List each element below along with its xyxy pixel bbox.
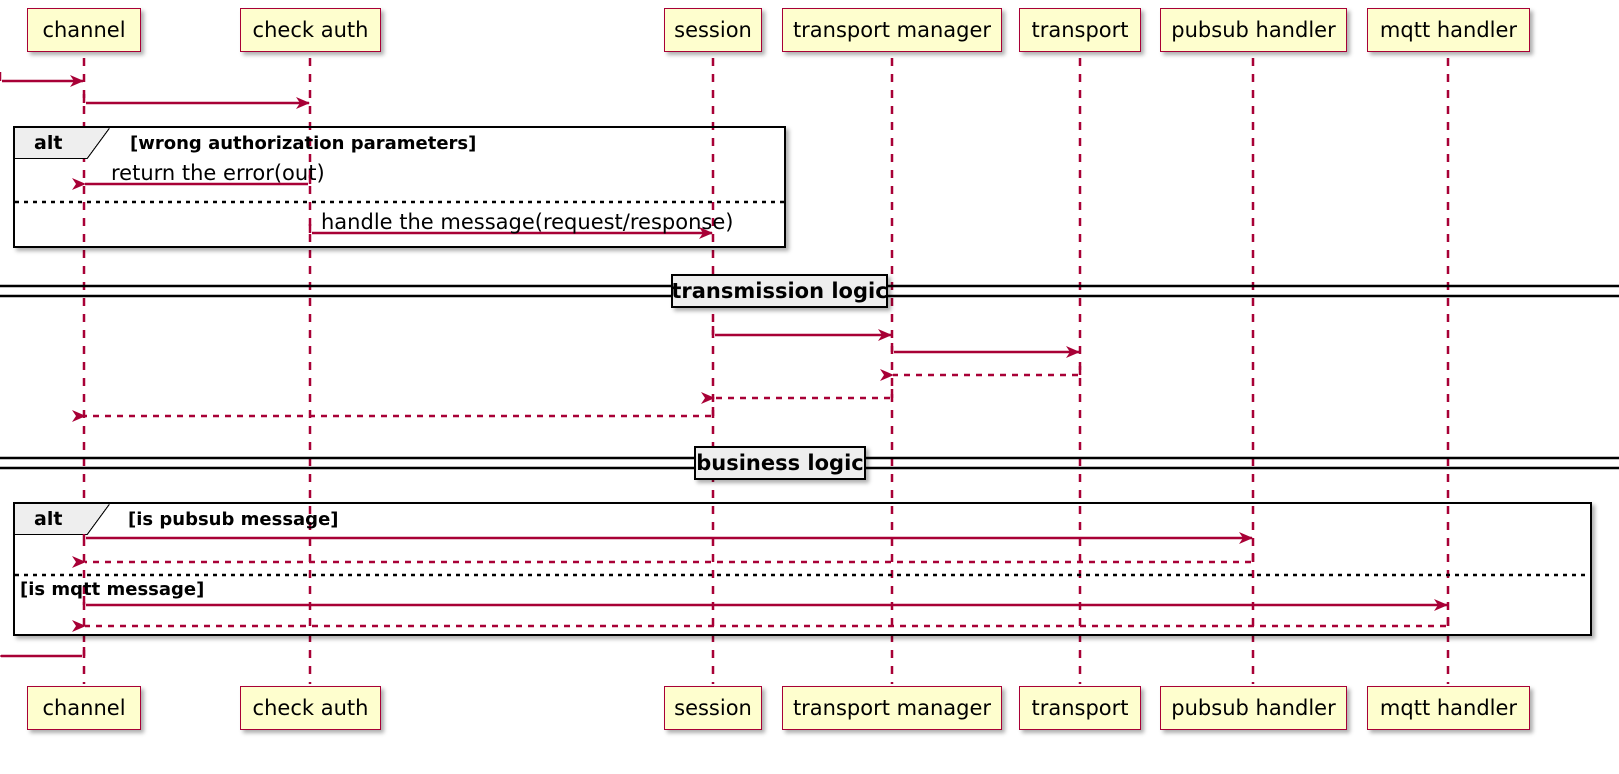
frame-label-tail-alt-message-type	[87, 504, 109, 534]
participant-label: session	[674, 695, 752, 720]
participant-label: pubsub handler	[1171, 17, 1336, 42]
participant-label: transport manager	[792, 695, 992, 720]
message-label-m4: handle the message(request/response)	[321, 210, 734, 234]
message-label-m3: return the error(out)	[111, 161, 325, 185]
participant-label: mqtt handler	[1379, 17, 1518, 42]
participant-label: check auth	[252, 17, 369, 42]
participant-header-check-auth[interactable]: check auth	[240, 8, 381, 52]
frame-alt-authorization	[13, 126, 786, 248]
frame-alt-message-type	[13, 502, 1592, 636]
participant-label: transport	[1031, 17, 1129, 42]
frame-condition: [is mqtt message]	[20, 579, 205, 600]
divider-business-logic: business logic	[694, 446, 866, 480]
participant-footer-check-auth[interactable]: check auth	[240, 686, 381, 730]
participant-footer-mqtt-handler[interactable]: mqtt handler	[1367, 686, 1530, 730]
frame-label-tail-alt-authorization	[87, 128, 109, 158]
participant-footer-session[interactable]: session	[664, 686, 762, 730]
frame-condition: [wrong authorization parameters]	[130, 133, 477, 154]
frame-operator: alt	[34, 132, 63, 154]
participant-label: pubsub handler	[1171, 695, 1336, 720]
participant-label: transport manager	[792, 17, 992, 42]
participant-footer-pubsub-handler[interactable]: pubsub handler	[1160, 686, 1347, 730]
frame-operator: alt	[34, 508, 63, 530]
participant-header-mqtt-handler[interactable]: mqtt handler	[1367, 8, 1530, 52]
participant-footer-channel[interactable]: channel	[27, 686, 141, 730]
divider-lines-group	[0, 284, 1619, 470]
participant-label: session	[674, 17, 752, 42]
messages-group	[0, 72, 1450, 662]
participant-footer-transport-manager[interactable]: transport manager	[782, 686, 1002, 730]
participant-label: transport	[1031, 695, 1129, 720]
divider-label: transmission logic	[671, 279, 888, 303]
participant-label: check auth	[252, 695, 369, 720]
participant-label: channel	[42, 17, 126, 42]
frame-condition: [is pubsub message]	[128, 509, 339, 530]
participant-header-transport[interactable]: transport	[1019, 8, 1141, 52]
participant-header-transport-manager[interactable]: transport manager	[782, 8, 1002, 52]
frame-label-alt-message-type: alt	[15, 504, 87, 534]
divider-label: business logic	[696, 451, 864, 475]
participant-header-session[interactable]: session	[664, 8, 762, 52]
participant-label: mqtt handler	[1379, 695, 1518, 720]
frame-label-alt-authorization: alt	[15, 128, 87, 158]
participant-footer-transport[interactable]: transport	[1019, 686, 1141, 730]
divider-transmission-logic: transmission logic	[671, 274, 888, 308]
participant-label: channel	[42, 695, 126, 720]
participant-header-pubsub-handler[interactable]: pubsub handler	[1160, 8, 1347, 52]
participant-header-channel[interactable]: channel	[27, 8, 141, 52]
